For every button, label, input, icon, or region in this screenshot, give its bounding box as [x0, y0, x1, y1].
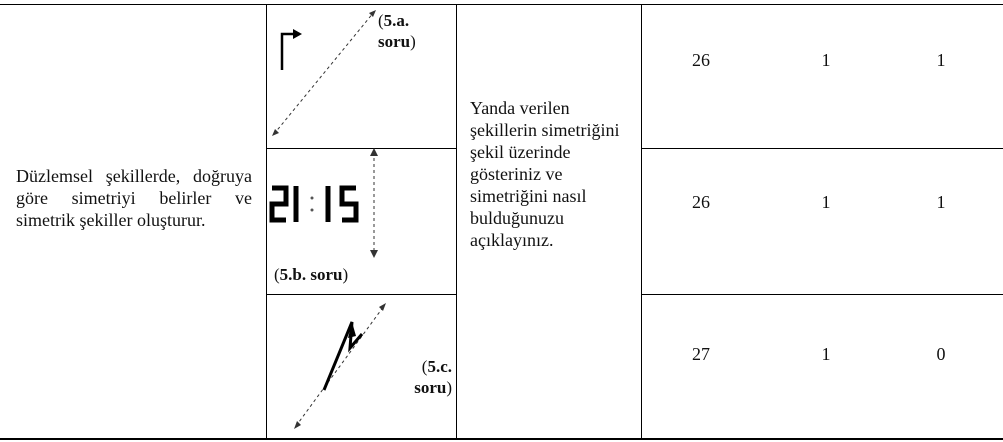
question-text: Yanda verilen şekillerin simetriğini şek… [470, 98, 620, 250]
axis-arrowhead-top [379, 303, 386, 311]
axis-arrowhead-bottom [272, 129, 279, 136]
row1-value-3: 1 [936, 50, 946, 70]
bent-arrow-shape [280, 32, 296, 70]
row3-value-3: 0 [936, 344, 946, 364]
figure-5b-clock-symmetry [269, 148, 378, 258]
axis-arrowhead-top [369, 10, 376, 17]
learning-outcome-text: Düzlemsel şekillerde, doğruya göre simet… [16, 166, 252, 230]
figure-5a-symmetry-drawing [272, 10, 376, 136]
column-divider-1 [266, 4, 267, 438]
table-bottom-border [0, 438, 1003, 440]
axis-arrowhead-bottom [294, 421, 301, 429]
figure-5a-caption-bold: 5.a. soru [378, 11, 411, 51]
table-top-border [0, 4, 1003, 5]
row2-value-1: 26 [692, 192, 710, 212]
figure-5b-caption: (5.b. soru) [274, 265, 349, 284]
row3-value-1: 27 [692, 344, 710, 364]
figure-5c-caption: (5.c. soru) [414, 357, 452, 397]
row2-value-3: 1 [936, 192, 946, 212]
middle-column-mask [457, 140, 641, 300]
figure-5c-symmetry-drawing [294, 303, 386, 429]
clock-colon-bottom [310, 208, 314, 212]
figure-5c-caption-bold: 5.c. soru [414, 357, 452, 397]
clock-digit-5 [339, 185, 359, 223]
row3-value-2: 1 [821, 344, 831, 364]
row1-value-1: 26 [692, 50, 710, 70]
clock-colon-top [310, 196, 314, 200]
vertical-axis-arrowhead-top [370, 148, 378, 156]
jagged-shape-fill [348, 322, 356, 338]
clock-digit-2 [269, 185, 289, 223]
row1-value-2: 1 [821, 50, 831, 70]
column-divider-2 [456, 4, 457, 438]
figure-5b-caption-bold: 5.b. soru [279, 265, 343, 284]
row2-value-2: 1 [821, 192, 831, 212]
vertical-axis-arrowhead-bottom [370, 250, 378, 258]
jagged-line-shape [322, 321, 364, 391]
bent-arrow-head [293, 29, 302, 39]
symmetry-axis-line [295, 305, 385, 427]
symmetry-axis-line [273, 11, 375, 135]
column-divider-3 [641, 4, 642, 438]
figure-5a-caption: (5.a. soru) [378, 11, 416, 51]
